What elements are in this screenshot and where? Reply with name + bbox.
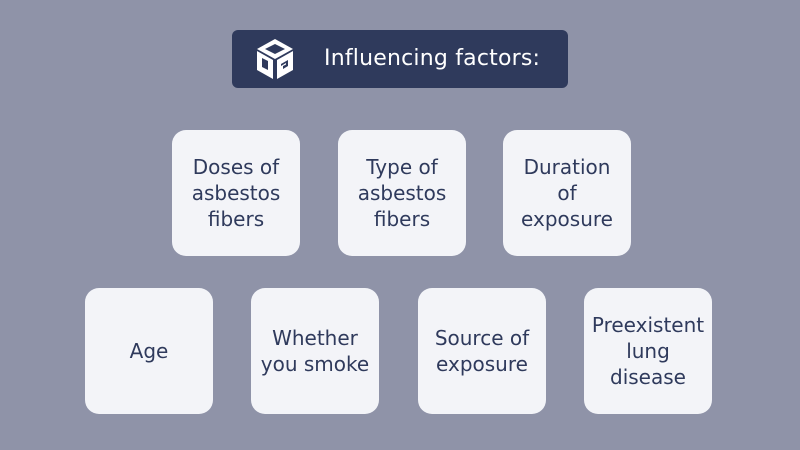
factor-card-exposure-duration: Duration of exposure bbox=[503, 130, 631, 256]
factor-label: Duration of exposure bbox=[521, 155, 613, 231]
header-title: Influencing factors: bbox=[324, 46, 541, 71]
factor-label: Source of exposure bbox=[434, 326, 530, 376]
cube-logo-icon bbox=[257, 39, 293, 79]
factor-label: Doses of asbestos fibers bbox=[191, 155, 281, 231]
factor-label: Type of asbestos fibers bbox=[357, 155, 447, 231]
factor-card-smoking: Whether you smoke bbox=[251, 288, 379, 414]
header-banner: Influencing factors: bbox=[232, 30, 568, 88]
factor-card-exposure-source: Source of exposure bbox=[418, 288, 546, 414]
factor-card-asbestos-dose: Doses of asbestos fibers bbox=[172, 130, 300, 256]
factor-label: Age bbox=[129, 339, 169, 363]
factor-label: Whether you smoke bbox=[260, 326, 370, 376]
factor-card-asbestos-type: Type of asbestos fibers bbox=[338, 130, 466, 256]
factor-card-lung-disease: Preexistent lung disease bbox=[584, 288, 712, 414]
factor-label: Preexistent lung disease bbox=[591, 313, 705, 389]
factor-card-age: Age bbox=[85, 288, 213, 414]
